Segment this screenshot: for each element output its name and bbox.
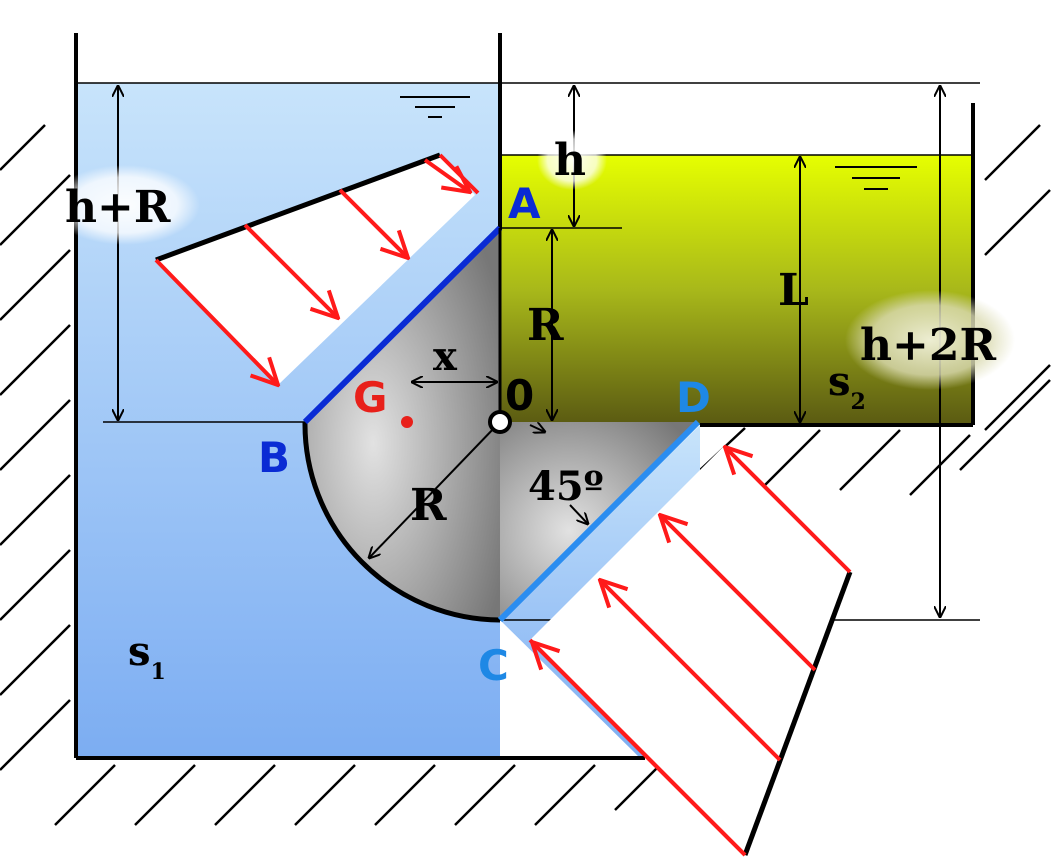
free-surface-marker-left — [400, 96, 470, 118]
free-surface-marker-right — [835, 166, 917, 190]
label-point-g: G — [353, 373, 387, 422]
gate-face-ab — [302, 225, 503, 425]
label-l: L — [778, 265, 809, 316]
label-r-upper: R — [527, 300, 564, 351]
label-h-plus-2r: h+2R — [860, 320, 996, 371]
label-point-a: A — [508, 179, 541, 228]
label-x: x — [433, 333, 458, 380]
label-fluid-s2: s2 — [828, 358, 866, 415]
label-point-c: C — [478, 641, 509, 690]
label-point-o: 0 — [505, 371, 534, 420]
center-of-gravity-dot — [401, 416, 413, 428]
label-r-lower: R — [410, 480, 447, 531]
pressure-diagram-ab — [154, 152, 480, 385]
label-point-d: D — [676, 373, 711, 422]
hinge-o-icon — [488, 410, 512, 434]
label-h: h — [554, 135, 586, 186]
pressure-diagram-cd — [528, 445, 853, 857]
gate-arc-bc — [302, 421, 501, 623]
gate-face-cd — [497, 419, 701, 623]
label-angle: 45º — [528, 463, 604, 510]
label-point-b: B — [258, 433, 290, 482]
label-h-plus-r: h+R — [65, 182, 171, 233]
label-fluid-s1: s1 — [128, 628, 166, 685]
